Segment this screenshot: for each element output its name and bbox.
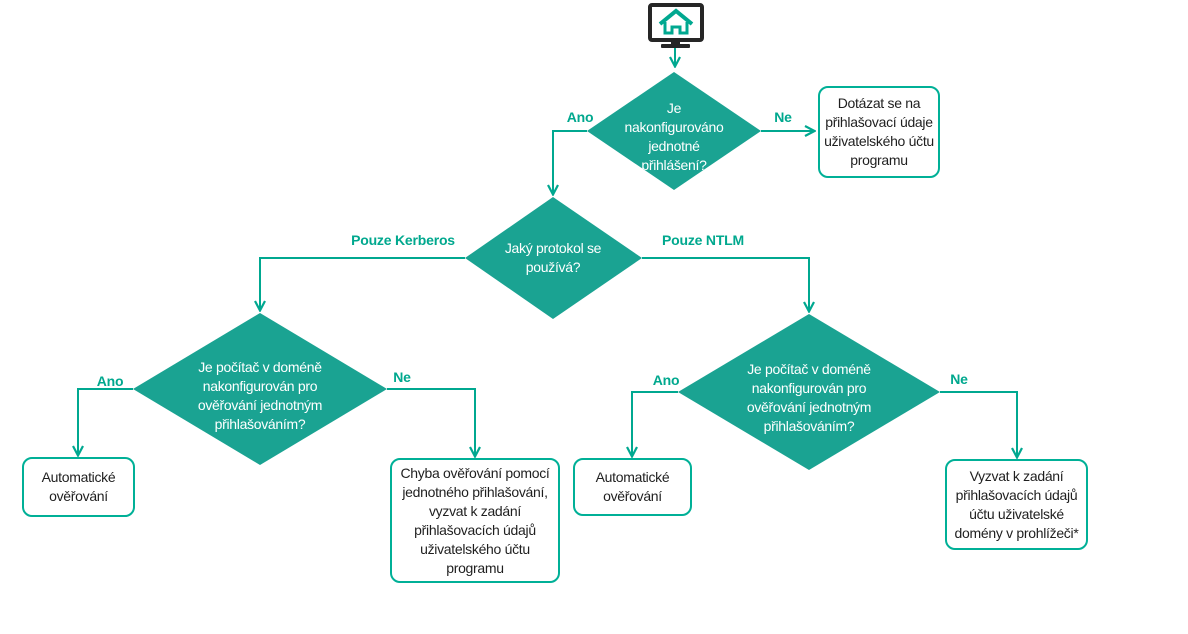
home-roof-icon xyxy=(658,8,694,26)
edge-d4-no xyxy=(940,391,1017,457)
edge-d2-ntlm xyxy=(642,257,809,311)
home-body-icon xyxy=(663,22,689,35)
decision-ntlm-domain-sso-label: Je počítač v doméně nakonfigurován pro o… xyxy=(746,360,872,434)
edge-label-ntlm-yes: Ano xyxy=(652,372,680,388)
edge-label-protocol-ntlm: Pouze NTLM xyxy=(662,232,744,248)
edge-label-ntlm-no: Ne xyxy=(950,371,968,387)
decision-protocol-label: Jaký protokol se používá? xyxy=(504,240,602,275)
edge-label-kerberos-yes: Ano xyxy=(96,373,124,389)
result-auto-auth-kerberos: Automatické ověřování xyxy=(22,457,135,517)
edge-label-kerberos-no: Ne xyxy=(393,369,411,385)
decision-ntlm-domain-sso xyxy=(678,314,940,470)
decision-protocol xyxy=(465,197,642,319)
edge-d3-no xyxy=(387,388,475,456)
edge-label-sso-yes: Ano xyxy=(566,109,594,125)
decision-kerberos-domain-sso xyxy=(133,313,387,465)
result-auto-auth-ntlm: Automatické ověřování xyxy=(573,458,692,516)
edge-d1-yes xyxy=(553,130,587,194)
edge-d4-yes xyxy=(632,391,678,456)
decision-sso-configured xyxy=(587,72,761,190)
monitor-base xyxy=(661,44,690,48)
edge-label-sso-no: Ne xyxy=(774,109,792,125)
result-ask-credentials: Dotázat se na přihlašovací údaje uživate… xyxy=(818,86,940,178)
decision-kerberos-domain-sso-label: Je počítač v doméně nakonfigurován pro o… xyxy=(197,358,323,432)
decision-sso-configured-label: Je nakonfigurováno jednotné přihlášení? xyxy=(624,99,724,173)
edge-d3-yes xyxy=(78,388,133,455)
monitor-stand xyxy=(671,40,680,45)
result-prompt-domain-credentials: Vyzvat k zadání přihlašovacích údajů účt… xyxy=(945,459,1088,550)
edge-d2-kerberos xyxy=(260,257,465,310)
edge-label-protocol-kerberos: Pouze Kerberos xyxy=(351,232,455,248)
monitor-home-icon xyxy=(648,3,704,48)
result-sso-error: Chyba ověřování pomocí jednotného přihla… xyxy=(390,458,560,583)
